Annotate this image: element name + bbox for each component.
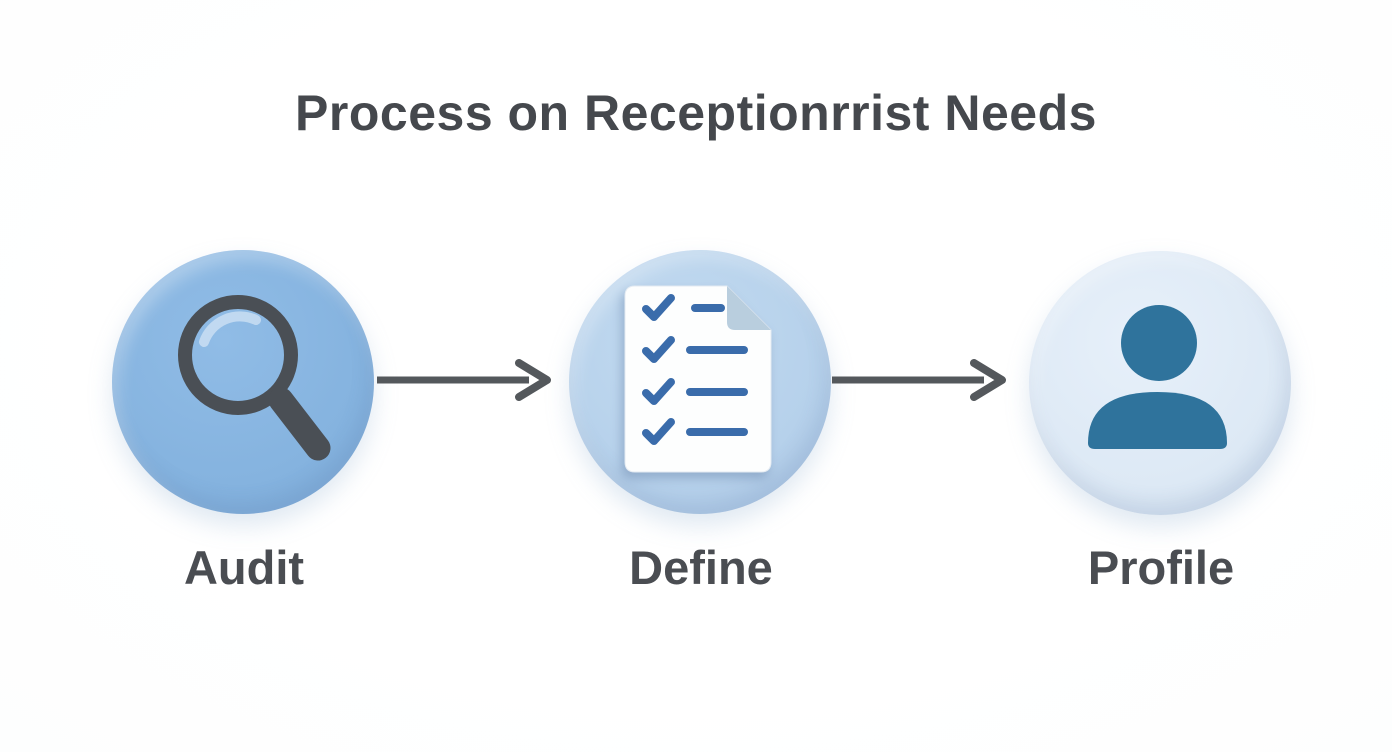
arrow-right-icon [377,359,551,401]
step-define-circle [569,250,831,514]
arrow-right-icon [832,359,1006,401]
magnifier-search-icon [178,295,331,461]
diagram-title: Process on Receptionrrist Needs [295,85,1097,141]
checklist-document-icon [624,285,772,473]
step-define-label: Define [629,541,773,594]
step-audit-label: Audit [183,541,305,594]
step-profile-label: Profile [1087,541,1235,594]
step-profile-circle [1029,251,1291,515]
person-icon [1088,305,1227,449]
step-audit-circle [112,250,374,514]
